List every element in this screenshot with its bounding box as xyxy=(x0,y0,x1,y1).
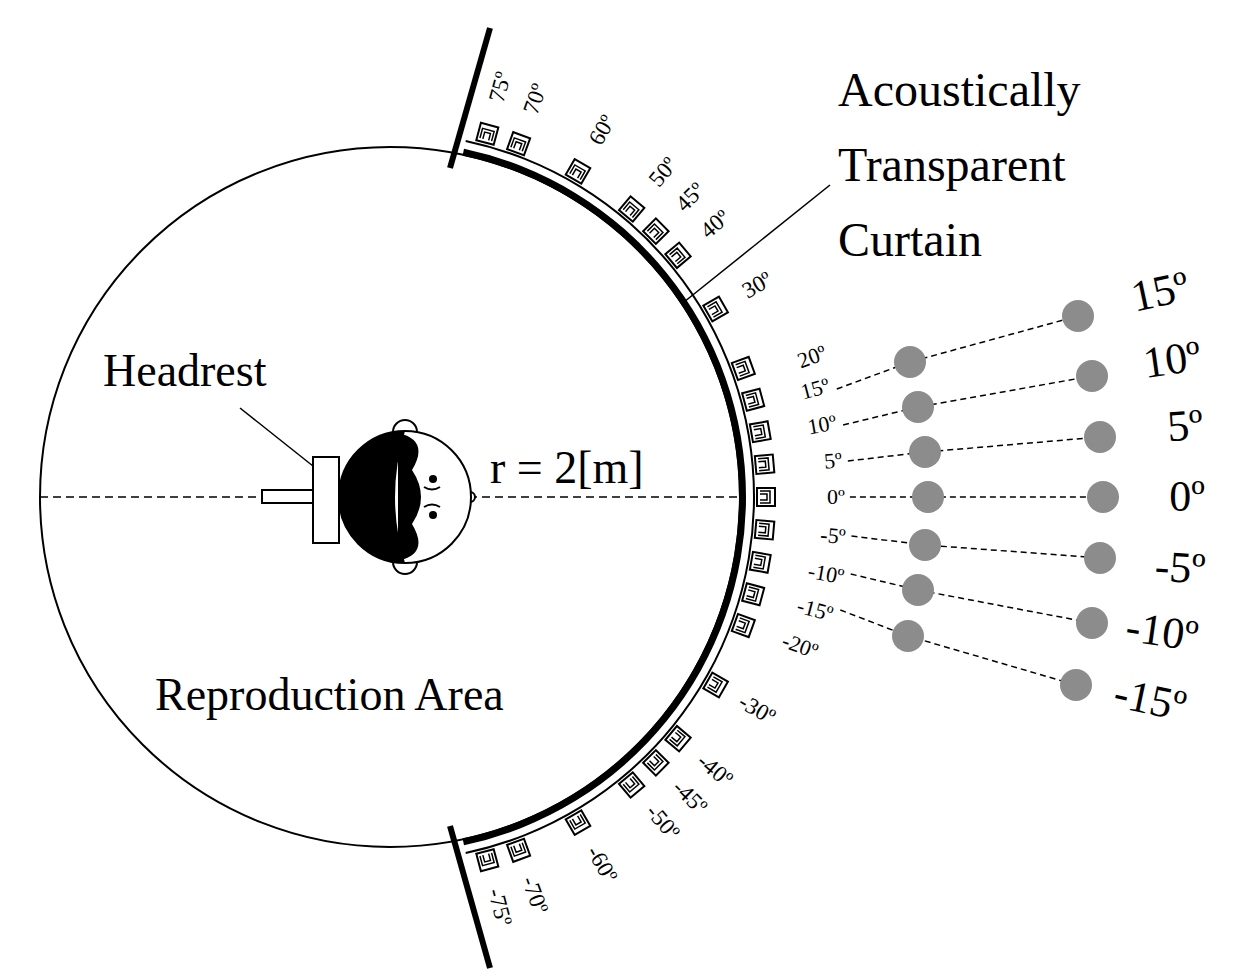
source-dot xyxy=(909,436,941,468)
speaker-angle-label: -40º xyxy=(693,749,737,791)
speaker-angle-label: 0º xyxy=(827,486,845,508)
dashed-link xyxy=(851,574,1092,623)
speaker-angle-label: 40º xyxy=(696,206,734,243)
source-dot xyxy=(909,529,941,561)
speaker-angle-label: -45º xyxy=(668,775,711,818)
speaker-angle-label: 50º xyxy=(644,153,681,191)
speaker-angle-label: 15º xyxy=(798,375,832,404)
source-dot xyxy=(902,574,934,606)
source-dot xyxy=(892,620,924,652)
loudspeaker xyxy=(732,357,755,380)
dashed-link xyxy=(848,437,1100,461)
leader-line xyxy=(684,185,830,302)
dashed-link xyxy=(851,536,1100,558)
loudspeaker xyxy=(507,839,530,862)
reproduction-circle xyxy=(40,147,740,847)
loudspeaker xyxy=(755,520,775,540)
curtain-label: Acoustically Transparent Curtain xyxy=(838,52,1168,277)
speaker-angle-label: -60º xyxy=(583,842,622,886)
loudspeaker xyxy=(750,552,771,573)
speaker-angle-label: -30º xyxy=(735,690,779,729)
loudspeaker xyxy=(665,726,690,751)
dashed-links xyxy=(837,316,1103,685)
speaker-angle-label: 75º xyxy=(485,70,515,105)
source-dot xyxy=(894,346,926,378)
source-dot xyxy=(1076,360,1108,392)
wall-line xyxy=(450,826,490,968)
loudspeaker xyxy=(643,750,668,775)
headrest-label: Headrest xyxy=(103,348,266,394)
speaker-angle-label: -50º xyxy=(642,800,684,844)
source-dot xyxy=(1087,481,1119,513)
source-angle-label: 10º xyxy=(1140,334,1203,386)
source-angle-label: -10º xyxy=(1123,605,1201,659)
loudspeaker xyxy=(755,454,775,474)
speaker-angle-label: -70º xyxy=(518,874,553,917)
source-dot xyxy=(912,481,944,513)
dashed-link xyxy=(837,316,1078,389)
source-dots xyxy=(892,300,1119,701)
source-dot xyxy=(902,391,934,423)
loudspeaker xyxy=(619,196,644,221)
source-dot xyxy=(1084,542,1116,574)
radius-label: r = 2[m] xyxy=(490,445,644,491)
loudspeaker xyxy=(665,243,690,268)
speaker-angle-label: 5º xyxy=(823,449,843,472)
curtain xyxy=(463,140,755,854)
speaker-angle-label: 30º xyxy=(738,268,776,303)
source-dot xyxy=(1060,669,1092,701)
loudspeaker xyxy=(742,583,764,605)
loudspeaker-array xyxy=(476,123,775,871)
loudspeaker xyxy=(703,673,728,698)
hair xyxy=(339,431,405,563)
source-dot xyxy=(1084,421,1116,453)
loudspeaker xyxy=(566,810,591,835)
loudspeaker xyxy=(643,218,668,243)
speaker-angle-label: 10º xyxy=(806,412,838,439)
speaker-angle-label: -20º xyxy=(779,629,821,662)
loudspeaker xyxy=(703,297,728,322)
eye xyxy=(429,475,437,483)
source-dot xyxy=(1062,300,1094,332)
source-angle-label: 5º xyxy=(1166,403,1205,449)
source-angle-label: -15º xyxy=(1110,671,1190,729)
leader-line xyxy=(240,408,318,470)
loudspeaker xyxy=(476,849,498,871)
speaker-angle-label: -10º xyxy=(806,560,845,588)
area-label: Reproduction Area xyxy=(155,672,504,718)
dashed-link xyxy=(843,376,1092,425)
source-dot xyxy=(1076,607,1108,639)
loudspeaker xyxy=(476,123,498,145)
curtain-edge xyxy=(465,140,755,854)
loudspeaker xyxy=(732,614,755,637)
speaker-angle-label: -15º xyxy=(795,595,836,626)
speaker-angle-label: 70º xyxy=(519,80,551,116)
dashed-link xyxy=(840,610,1076,685)
dashed-link xyxy=(850,496,1103,498)
head xyxy=(339,431,471,563)
eyelid xyxy=(424,487,440,490)
loudspeaker xyxy=(742,389,764,411)
loudspeaker xyxy=(507,132,530,155)
speaker-angle-label: -75º xyxy=(484,885,516,927)
eyelid xyxy=(424,505,440,508)
headrest-pad xyxy=(313,457,339,543)
loudspeaker xyxy=(750,421,771,442)
curtain-band xyxy=(463,149,746,845)
loudspeaker xyxy=(619,772,644,797)
speaker-angle-label: -5º xyxy=(820,524,847,548)
loudspeaker xyxy=(566,159,591,184)
eye xyxy=(429,511,437,519)
speaker-angle-label: 60º xyxy=(585,111,620,149)
source-angle-label: 15º xyxy=(1127,264,1193,319)
source-angle-label: 0º xyxy=(1169,475,1205,519)
headrest-bar xyxy=(262,490,314,503)
speaker-angle-label: 45º xyxy=(671,178,709,216)
source-angle-label: -5º xyxy=(1153,544,1206,591)
speaker-angle-label: 20º xyxy=(795,342,830,373)
loudspeaker xyxy=(757,488,775,506)
hair xyxy=(398,433,421,561)
